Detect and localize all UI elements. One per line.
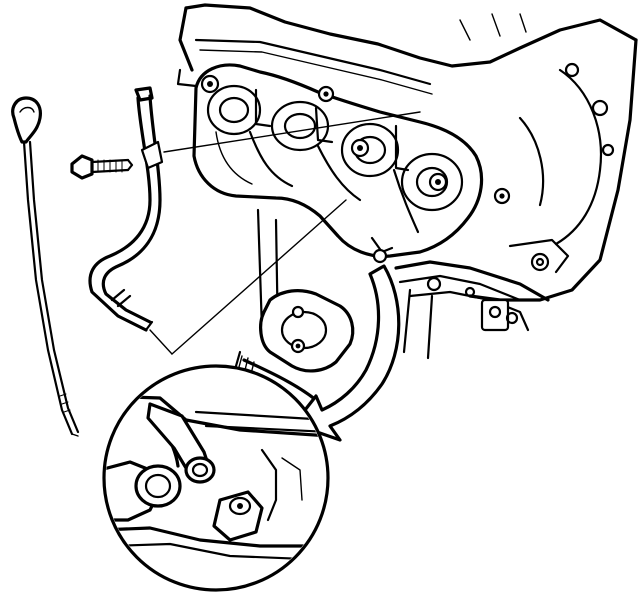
dipstick-tube	[88, 86, 164, 332]
oil-level-indicator-dipstick	[11, 96, 80, 437]
exhaust-manifold	[176, 63, 511, 420]
engine-block	[178, 3, 638, 360]
leader-lines	[149, 111, 421, 355]
tube-bolt	[70, 154, 134, 180]
detail-view-circle	[102, 364, 330, 592]
